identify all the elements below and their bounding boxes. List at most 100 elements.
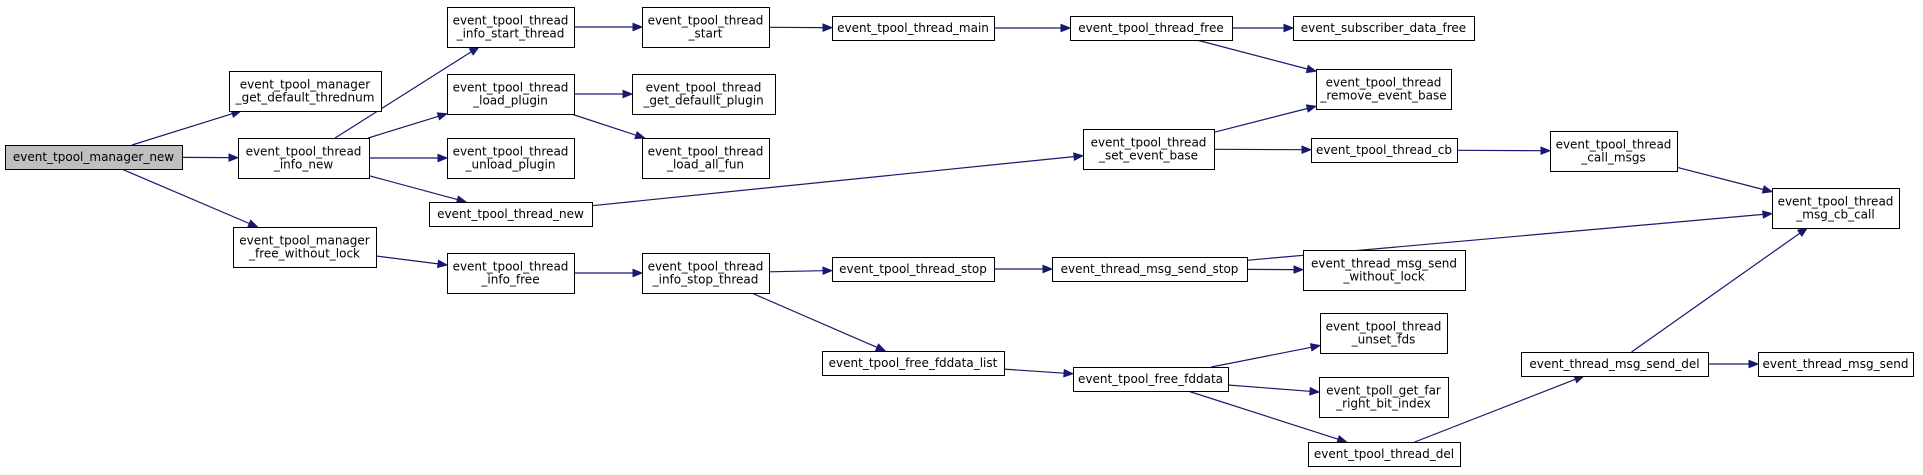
arrowhead-icon (1796, 227, 1809, 237)
node-tcb[interactable]: event_tpool_thread_cb (1311, 138, 1458, 163)
edge-tfree-to-treb (1196, 39, 1318, 74)
node-label: event_tpool_thread_cb (1316, 143, 1452, 157)
node-label: event_tpool_thread (648, 145, 764, 159)
node-box (1521, 352, 1709, 377)
edge-tcm-to-tmcc (1676, 166, 1774, 194)
node-tif[interactable]: event_tpool_thread_info_free (447, 253, 575, 294)
nodes-layer: event_tpool_manager_new event_tpool_manag… (5, 7, 1914, 467)
node-label: _info_start_thread (456, 27, 565, 41)
arrowhead-icon (1063, 368, 1075, 378)
arrowhead-icon (1305, 104, 1318, 113)
edge-ffl-to-ffd (1003, 368, 1075, 378)
edge-tseb-to-tcb (1213, 145, 1313, 155)
node-label: event_tpool_manager (240, 78, 371, 92)
node-box (238, 138, 370, 179)
node-tuf[interactable]: event_tpool_thread_unset_fds (1320, 313, 1448, 354)
node-mfwl[interactable]: event_tpool_manager_free_without_lock (233, 227, 377, 268)
node-tin[interactable]: event_tpool_thread_info_new (238, 138, 370, 179)
node-box (1550, 131, 1678, 172)
node-label: _unset_fds (1351, 333, 1416, 347)
node-box (1772, 188, 1900, 229)
edge-tstop-to-mss (994, 264, 1054, 274)
node-label: _set_event_base (1098, 149, 1198, 163)
node-box (642, 253, 770, 294)
node-tstop[interactable]: event_tpool_thread_stop (832, 257, 995, 282)
node-mss[interactable]: event_thread_msg_send_stop (1052, 257, 1248, 282)
node-label: event_thread_msg_send (1311, 257, 1457, 271)
arrowhead-icon (1283, 23, 1295, 33)
node-label: event_tpool_thread_stop (839, 262, 987, 276)
node-label: _info_new (273, 158, 333, 172)
node-label: event_tpool_manager_new (13, 150, 174, 164)
node-label: _without_lock (1342, 270, 1424, 284)
node-tmain[interactable]: event_tpool_thread_main (832, 16, 995, 41)
edge-tcb-to-tcm (1456, 146, 1552, 156)
node-box (5, 145, 183, 170)
node-label: _get_defaullt_plugin (642, 94, 763, 108)
arrowhead-icon (247, 219, 259, 228)
edge-msd-to-msend (1708, 359, 1760, 369)
node-label: event_tpool_thread (453, 14, 569, 28)
node-label: _info_stop_thread (652, 273, 759, 287)
node-box (1073, 367, 1229, 392)
node-box (1083, 129, 1215, 170)
arrowhead-icon (1309, 386, 1321, 396)
arrowhead-icon (632, 268, 644, 278)
node-tup[interactable]: event_tpool_thread_unload_plugin (447, 138, 575, 179)
node-label: event_tpoll_get_far (1326, 384, 1441, 398)
node-sdf[interactable]: event_subscriber_data_free (1293, 16, 1475, 41)
node-tnew[interactable]: event_tpool_thread_new (429, 202, 593, 227)
arrowhead-icon (1309, 343, 1322, 352)
edge-root-to-tin (181, 153, 240, 162)
node-label: event_thread_msg_send_del (1529, 357, 1699, 371)
node-gfrb[interactable]: event_tpoll_get_far_right_bit_index (1319, 377, 1449, 418)
node-tseb[interactable]: event_tpool_thread_set_event_base (1083, 129, 1215, 170)
node-ffl[interactable]: event_tpool_free_fddata_list (822, 351, 1005, 376)
node-label: _load_plugin (472, 94, 548, 108)
node-msend[interactable]: event_thread_msg_send (1758, 352, 1914, 377)
node-gdt[interactable]: event_tpool_manager_get_default_thrednum (229, 71, 382, 112)
node-tlp[interactable]: event_tpool_thread_load_plugin (447, 74, 575, 115)
edge-tin-to-tlp (368, 112, 449, 139)
node-tfree[interactable]: event_tpool_thread_free (1070, 16, 1233, 41)
arrowhead-icon (822, 266, 834, 276)
node-treb[interactable]: event_tpool_thread_remove_event_base (1316, 69, 1452, 110)
node-tgdp[interactable]: event_tpool_thread_get_defaullt_plugin (632, 74, 776, 115)
node-label: event_tpool_free_fddata (1078, 372, 1223, 386)
node-label: event_tpool_thread_new (437, 207, 584, 221)
node-box (1319, 377, 1449, 418)
node-label: _remove_event_base (1319, 89, 1446, 103)
edge-tlp-to-tgdp (574, 89, 634, 99)
node-tistop[interactable]: event_tpool_thread_info_stop_thread (642, 253, 770, 294)
edge-tlp-to-tlaf (571, 113, 646, 140)
node-tmcc[interactable]: event_tpool_thread_msg_cb_call (1772, 188, 1900, 229)
node-label: _unload_plugin (465, 158, 556, 172)
node-box (1070, 16, 1233, 41)
node-box (447, 7, 575, 48)
node-root[interactable]: event_tpool_manager_new (5, 145, 183, 170)
arrowhead-icon (1042, 264, 1054, 274)
node-label: event_tpool_thread (646, 81, 762, 95)
edge-mss-to-msswl (1246, 265, 1305, 274)
node-tlaf[interactable]: event_tpool_thread_load_all_fun (642, 138, 770, 179)
node-label: event_tpool_thread (1326, 320, 1442, 334)
node-tist[interactable]: event_tpool_thread_info_start_thread (447, 7, 575, 48)
node-label: event_tpool_thread_main (837, 21, 989, 35)
arrowhead-icon (437, 153, 449, 163)
node-ts[interactable]: event_tpool_thread_start (642, 7, 770, 48)
node-ffd[interactable]: event_tpool_free_fddata (1073, 367, 1229, 392)
node-label: event_tpool_thread (648, 14, 764, 28)
arrowhead-icon (1060, 23, 1072, 33)
node-tdel[interactable]: event_tpool_thread_del (1308, 442, 1461, 467)
node-box (832, 257, 995, 282)
node-label: _start (688, 27, 723, 41)
edge-ffd-to-gfrb (1227, 384, 1321, 396)
node-msd[interactable]: event_thread_msg_send_del (1521, 352, 1709, 377)
node-tcm[interactable]: event_tpool_thread_call_msgs (1550, 131, 1678, 172)
edge-ts-to-tmain (768, 23, 834, 32)
node-box (832, 16, 995, 41)
edge-msd-to-tmcc (1631, 227, 1809, 353)
node-label: _load_all_fun (666, 158, 744, 172)
node-box (1308, 442, 1461, 467)
node-msswl[interactable]: event_thread_msg_send_without_lock (1303, 250, 1466, 291)
